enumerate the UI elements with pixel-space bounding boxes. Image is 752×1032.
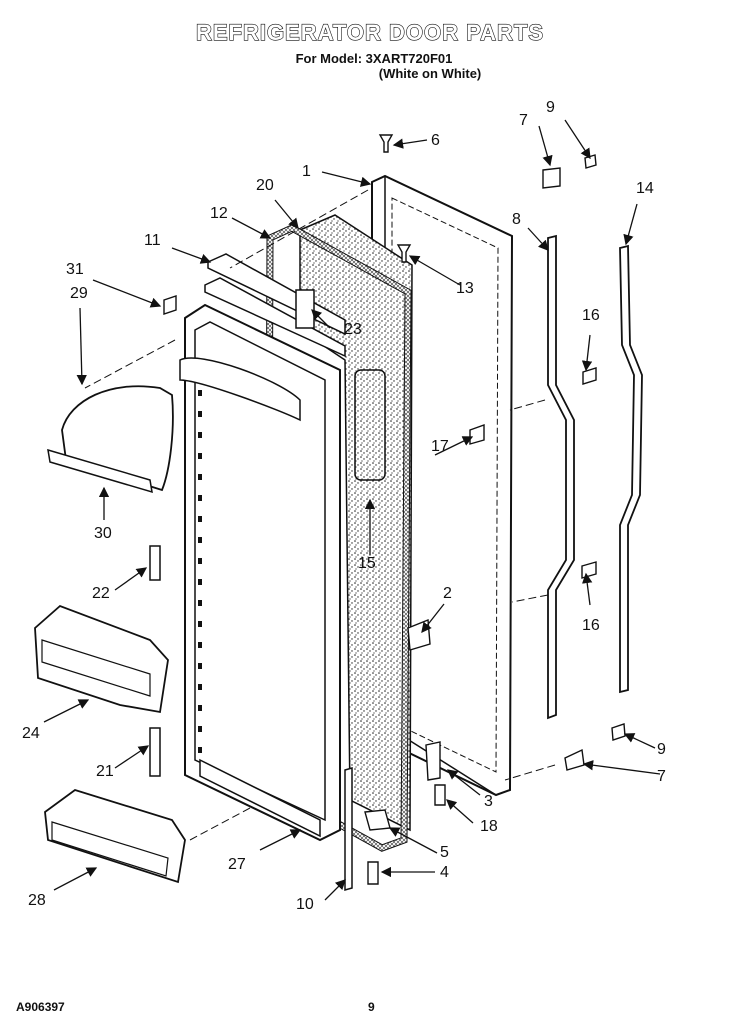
callout-23: 23 xyxy=(344,321,362,338)
liner-shelf-holes xyxy=(198,390,202,753)
dairy-door xyxy=(47,385,174,494)
page-title: REFRIGERATOR DOOR PARTS xyxy=(195,19,545,45)
hinge-strip xyxy=(344,767,353,891)
callout-30: 30 xyxy=(94,525,112,542)
shelf-hole xyxy=(198,600,202,606)
shelf-bracket-lower xyxy=(149,727,161,777)
callout-27: 27 xyxy=(228,856,246,873)
shelf-hole xyxy=(198,621,202,627)
callout-28: 28 xyxy=(28,892,46,909)
callout-17: 17 xyxy=(431,438,449,455)
callout-13: 13 xyxy=(456,280,474,297)
callout-16-top: 16 xyxy=(582,307,600,324)
callout-6: 6 xyxy=(431,132,440,149)
shelf-hole xyxy=(198,495,202,501)
callout-leaders xyxy=(43,119,661,901)
shelf-hole xyxy=(198,663,202,669)
callout-20: 20 xyxy=(256,177,274,194)
breaker-trim xyxy=(204,253,346,358)
shelf-bracket-upper xyxy=(149,545,161,581)
callout-7-bottom: 7 xyxy=(657,768,666,785)
shelf-hole xyxy=(198,726,202,732)
shelf-hole xyxy=(198,558,202,564)
callout-5: 5 xyxy=(440,844,449,861)
shelf-hole xyxy=(198,537,202,543)
callout-8: 8 xyxy=(512,211,521,228)
callout-12: 12 xyxy=(210,205,228,222)
door-bin-lower xyxy=(44,789,186,884)
callout-18: 18 xyxy=(480,818,498,835)
callout-4: 4 xyxy=(440,864,449,881)
model-line: For Model: 3XART720F01 xyxy=(295,51,453,66)
shelf-hole xyxy=(198,747,202,753)
door-bin-upper xyxy=(34,604,169,714)
drawing-code: A906397 xyxy=(16,1000,65,1014)
callout-1: 1 xyxy=(302,163,311,180)
callout-29: 29 xyxy=(70,285,88,302)
callout-10: 10 xyxy=(296,896,314,913)
handle-gasket xyxy=(619,244,643,694)
shelf-hole xyxy=(198,411,202,417)
callout-31: 31 xyxy=(66,261,84,278)
page-number: 9 xyxy=(368,1000,375,1014)
callout-2: 2 xyxy=(443,585,452,602)
shelf-hole xyxy=(198,579,202,585)
callout-9-top: 9 xyxy=(546,99,555,116)
shelf-hole xyxy=(198,474,202,480)
callout-15: 15 xyxy=(358,555,376,572)
assembly-lines xyxy=(84,189,556,841)
callout-3: 3 xyxy=(484,793,493,810)
callout-9-bottom: 9 xyxy=(657,741,666,758)
callout-7-top: 7 xyxy=(519,112,528,129)
callout-14: 14 xyxy=(636,180,654,197)
shelf-hole xyxy=(198,705,202,711)
shelf-hole xyxy=(198,516,202,522)
callout-24: 24 xyxy=(22,725,40,742)
shelf-hole xyxy=(198,453,202,459)
handle-trim xyxy=(547,234,575,720)
color-line: (White on White) xyxy=(378,66,482,81)
callout-22: 22 xyxy=(92,585,110,602)
callout-21: 21 xyxy=(96,763,114,780)
callout-16-bottom: 16 xyxy=(582,617,600,634)
shelf-hole xyxy=(198,390,202,396)
inner-door-liner xyxy=(179,303,341,842)
shelf-hole xyxy=(198,642,202,648)
callout-11: 11 xyxy=(144,232,161,249)
shelf-hole xyxy=(198,684,202,690)
shelf-hole xyxy=(198,432,202,438)
